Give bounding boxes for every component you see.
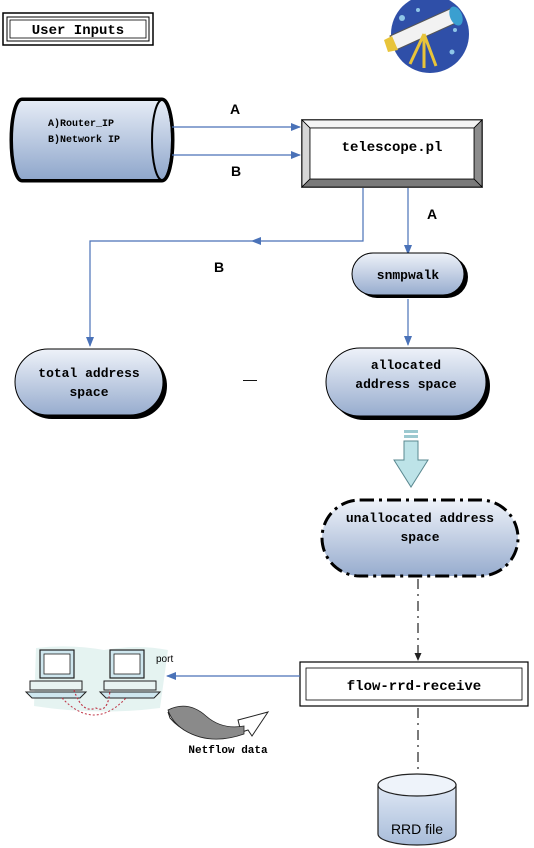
snmpwalk-node: snmpwalk (351, 252, 468, 298)
flow-rrd-receive-node: flow-rrd-receive (299, 661, 529, 707)
down-block-arrow (393, 430, 429, 488)
network-computers-icon (24, 646, 168, 716)
netflow-curved-arrow (167, 705, 270, 740)
snmpwalk-label: snmpwalk (377, 268, 440, 283)
total-address-label-line2: space (69, 385, 108, 400)
edge-b-branch-to-total (86, 240, 252, 347)
minus-sign: — (243, 371, 257, 387)
edge-label-a-top: A (230, 101, 240, 117)
edge-telescope-to-b-branch (251, 188, 364, 245)
user-inputs-title: User Inputs (2, 12, 154, 46)
total-address-label-line1: total address (38, 366, 140, 381)
allocated-address-space-node: allocated address space (325, 347, 490, 420)
unallocated-label-line2: space (400, 530, 439, 545)
allocated-label-line2: address space (355, 377, 457, 392)
unallocated-label-line1: unallocated address (346, 511, 494, 526)
total-address-space-node: total address space (14, 348, 167, 419)
user-input-cylinder: A)Router_IP B)Network IP (9, 97, 175, 183)
allocated-label-line1: allocated (371, 358, 441, 373)
edge-label-a-right: A (427, 206, 437, 222)
flow-rrd-receive-label: flow-rrd-receive (347, 679, 481, 695)
unallocated-address-space-node: unallocated address space (320, 498, 520, 578)
user-inputs-title-text: User Inputs (32, 23, 124, 39)
rrd-file-label: RRD file (391, 821, 443, 837)
edge-label-b-top: B (231, 163, 241, 179)
netflow-data-label: Netflow data (188, 745, 268, 757)
port-label: port (156, 654, 173, 665)
telescope-logo-icon (384, 0, 469, 73)
edge-label-b-left: B (214, 259, 224, 275)
rrd-file-node: RRD file (377, 773, 457, 846)
telescope-pl-node: telescope.pl (301, 119, 483, 188)
input-router-ip: A)Router_IP (48, 118, 114, 130)
telescope-pl-label: telescope.pl (342, 140, 443, 156)
input-network-ip: B)Network IP (48, 134, 120, 146)
